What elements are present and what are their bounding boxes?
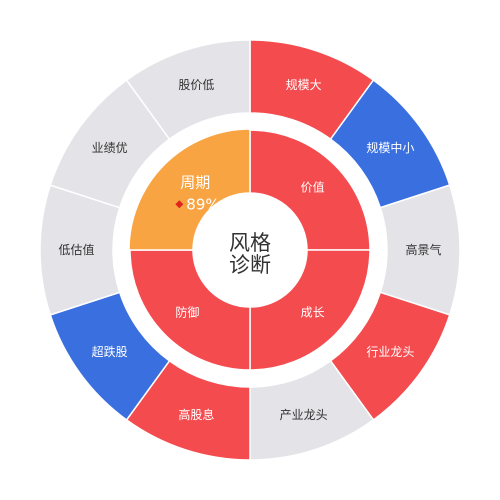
highlight-marker-icon [175,200,184,209]
center-title-line-1: 风格 [229,231,271,255]
outer-label-6: 高股息 [178,407,214,422]
outer-label-7: 超跌股 [92,344,128,359]
outer-label-9: 业绩优 [92,141,128,155]
outer-label-1: 规模大 [286,77,322,92]
inner-label-4: 周期 [180,173,210,191]
inner-segment-3 [129,249,251,371]
outer-label-3: 高景气 [405,242,441,257]
outer-label-5: 产业龙头 [280,408,328,422]
center-title-line-2: 诊断 [229,253,271,277]
inner-label-3: 防御 [175,305,199,320]
outer-label-10: 股价低 [178,78,214,92]
inner-label-1: 价值 [301,179,325,194]
highlight-value: 89% [186,195,219,213]
inner-label-2: 成长 [301,306,325,320]
inner-segment-1 [249,129,371,251]
inner-segment-2 [249,249,371,371]
outer-label-2: 规模中小 [366,140,414,155]
center-title: 风格 诊断 [229,231,271,277]
inner-segment-4 [128,128,251,251]
outer-label-4: 行业龙头 [366,345,414,359]
outer-segment-10 [125,39,251,141]
outer-label-8: 低估值 [58,242,94,257]
